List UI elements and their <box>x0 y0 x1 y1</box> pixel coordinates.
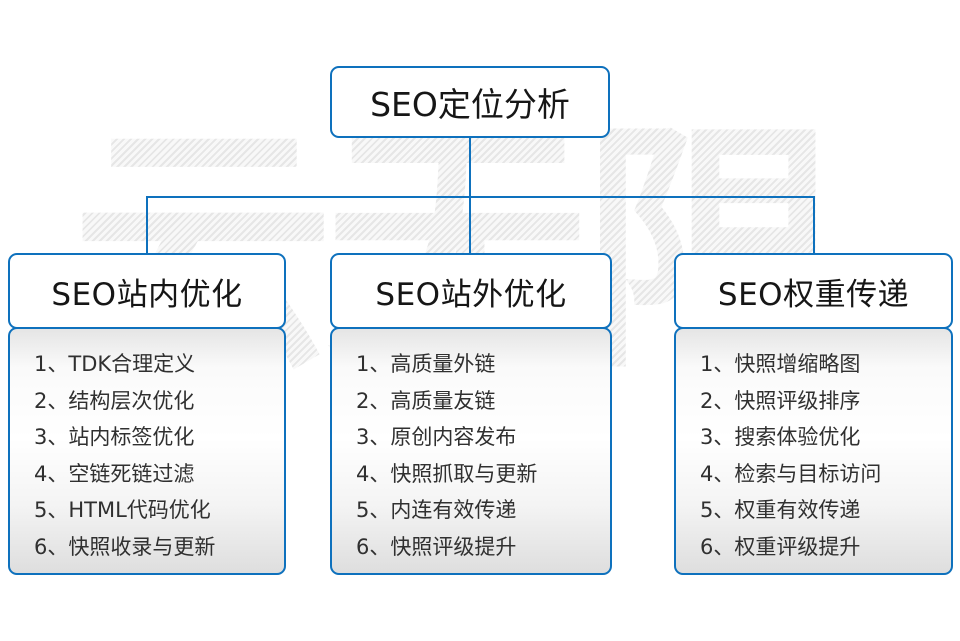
branch-list-offsite: 1、高质量外链 2、高质量友链 3、原创内容发布 4、快照抓取与更新 5、内连有… <box>330 327 612 575</box>
root-node-label: SEO定位分析 <box>370 85 570 124</box>
list-item: 3、搜索体验优化 <box>700 425 861 449</box>
list-item: 4、快照抓取与更新 <box>356 461 538 486</box>
list-item: 3、原创内容发布 <box>356 425 517 449</box>
branch-list-weight: 1、快照增缩略图 2、快照评级排序 3、搜索体验优化 4、检索与目标访问 5、权… <box>674 327 953 575</box>
list-item: 2、快照评级排序 <box>700 388 861 413</box>
list-item: 6、快照收录与更新 <box>34 534 216 559</box>
connector-root-stem <box>469 138 471 197</box>
list-item: 1、TDK合理定义 <box>34 352 196 376</box>
list-item: 5、内连有效传递 <box>356 498 517 522</box>
branch-header-label: SEO权重传递 <box>717 276 910 313</box>
branch-header-label: SEO站外优化 <box>375 276 567 313</box>
list-item: 4、空链死链过滤 <box>34 461 195 486</box>
connector-drop-middle <box>469 196 471 254</box>
list-item: 2、高质量友链 <box>356 388 496 413</box>
list-item: 5、HTML代码优化 <box>34 498 211 522</box>
list-item: 1、高质量外链 <box>356 352 496 376</box>
branch-column-offsite: SEO站外优化 1、高质量外链 2、高质量友链 3、原创内容发布 4、快照抓取与… <box>330 253 612 575</box>
connector-drop-left <box>146 196 148 254</box>
branch-header-weight: SEO权重传递 <box>674 253 953 329</box>
branch-list-onsite: 1、TDK合理定义 2、结构层次优化 3、站内标签优化 4、空链死链过滤 5、H… <box>8 327 286 575</box>
list-item: 6、快照评级提升 <box>356 534 517 559</box>
list-item: 6、权重评级提升 <box>700 534 861 559</box>
list-item: 5、权重有效传递 <box>700 498 861 522</box>
branch-header-label: SEO站内优化 <box>51 276 243 313</box>
root-node: SEO定位分析 <box>330 66 610 138</box>
list-item: 1、快照增缩略图 <box>700 352 861 376</box>
branch-header-onsite: SEO站内优化 <box>8 253 286 329</box>
list-item: 2、结构层次优化 <box>34 388 195 413</box>
branch-column-onsite: SEO站内优化 1、TDK合理定义 2、结构层次优化 3、站内标签优化 4、空链… <box>8 253 286 575</box>
connector-drop-right <box>813 196 815 254</box>
branch-header-offsite: SEO站外优化 <box>330 253 612 329</box>
branch-column-weight: SEO权重传递 1、快照增缩略图 2、快照评级排序 3、搜索体验优化 4、检索与… <box>674 253 953 575</box>
list-item: 4、检索与目标访问 <box>700 461 882 486</box>
connector-crossbar <box>146 196 815 198</box>
list-item: 3、站内标签优化 <box>34 425 195 449</box>
